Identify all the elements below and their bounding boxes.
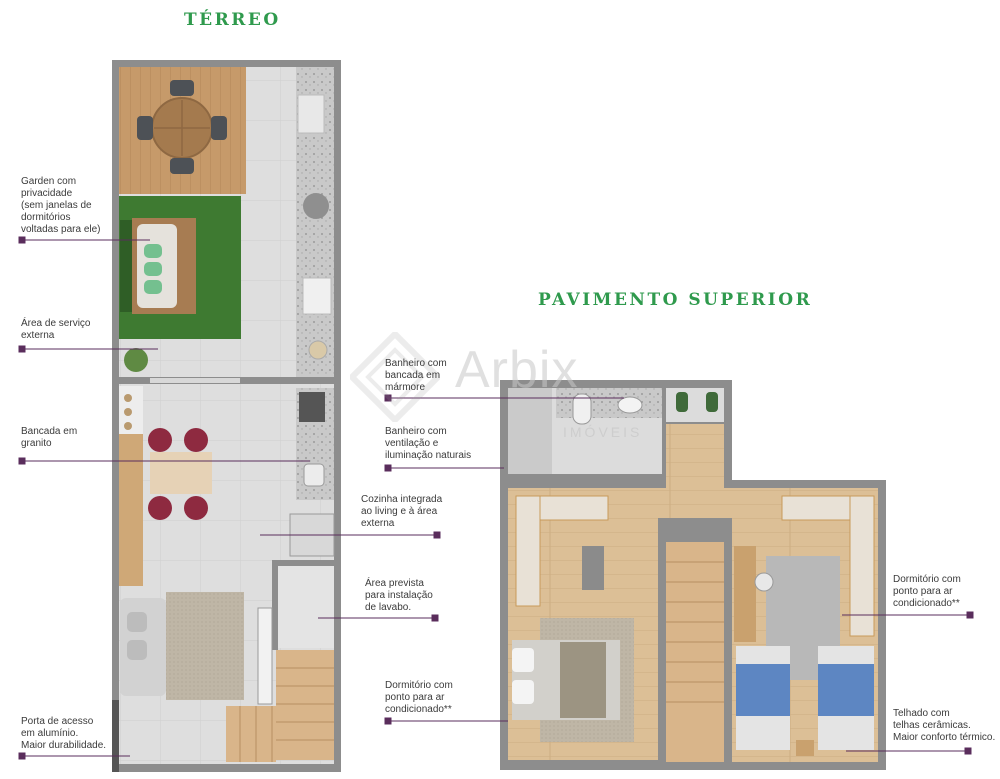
upper-floor-title: PAVIMENTO SUPERIOR (538, 290, 813, 310)
ground-floor-title: TÉRREO (184, 10, 281, 30)
watermark-subtitle: IMÓVEIS (563, 424, 643, 440)
ground-floor-plan (112, 60, 341, 772)
upper-floor-plan (500, 380, 886, 770)
watermark-brand: Arbix (455, 341, 579, 399)
